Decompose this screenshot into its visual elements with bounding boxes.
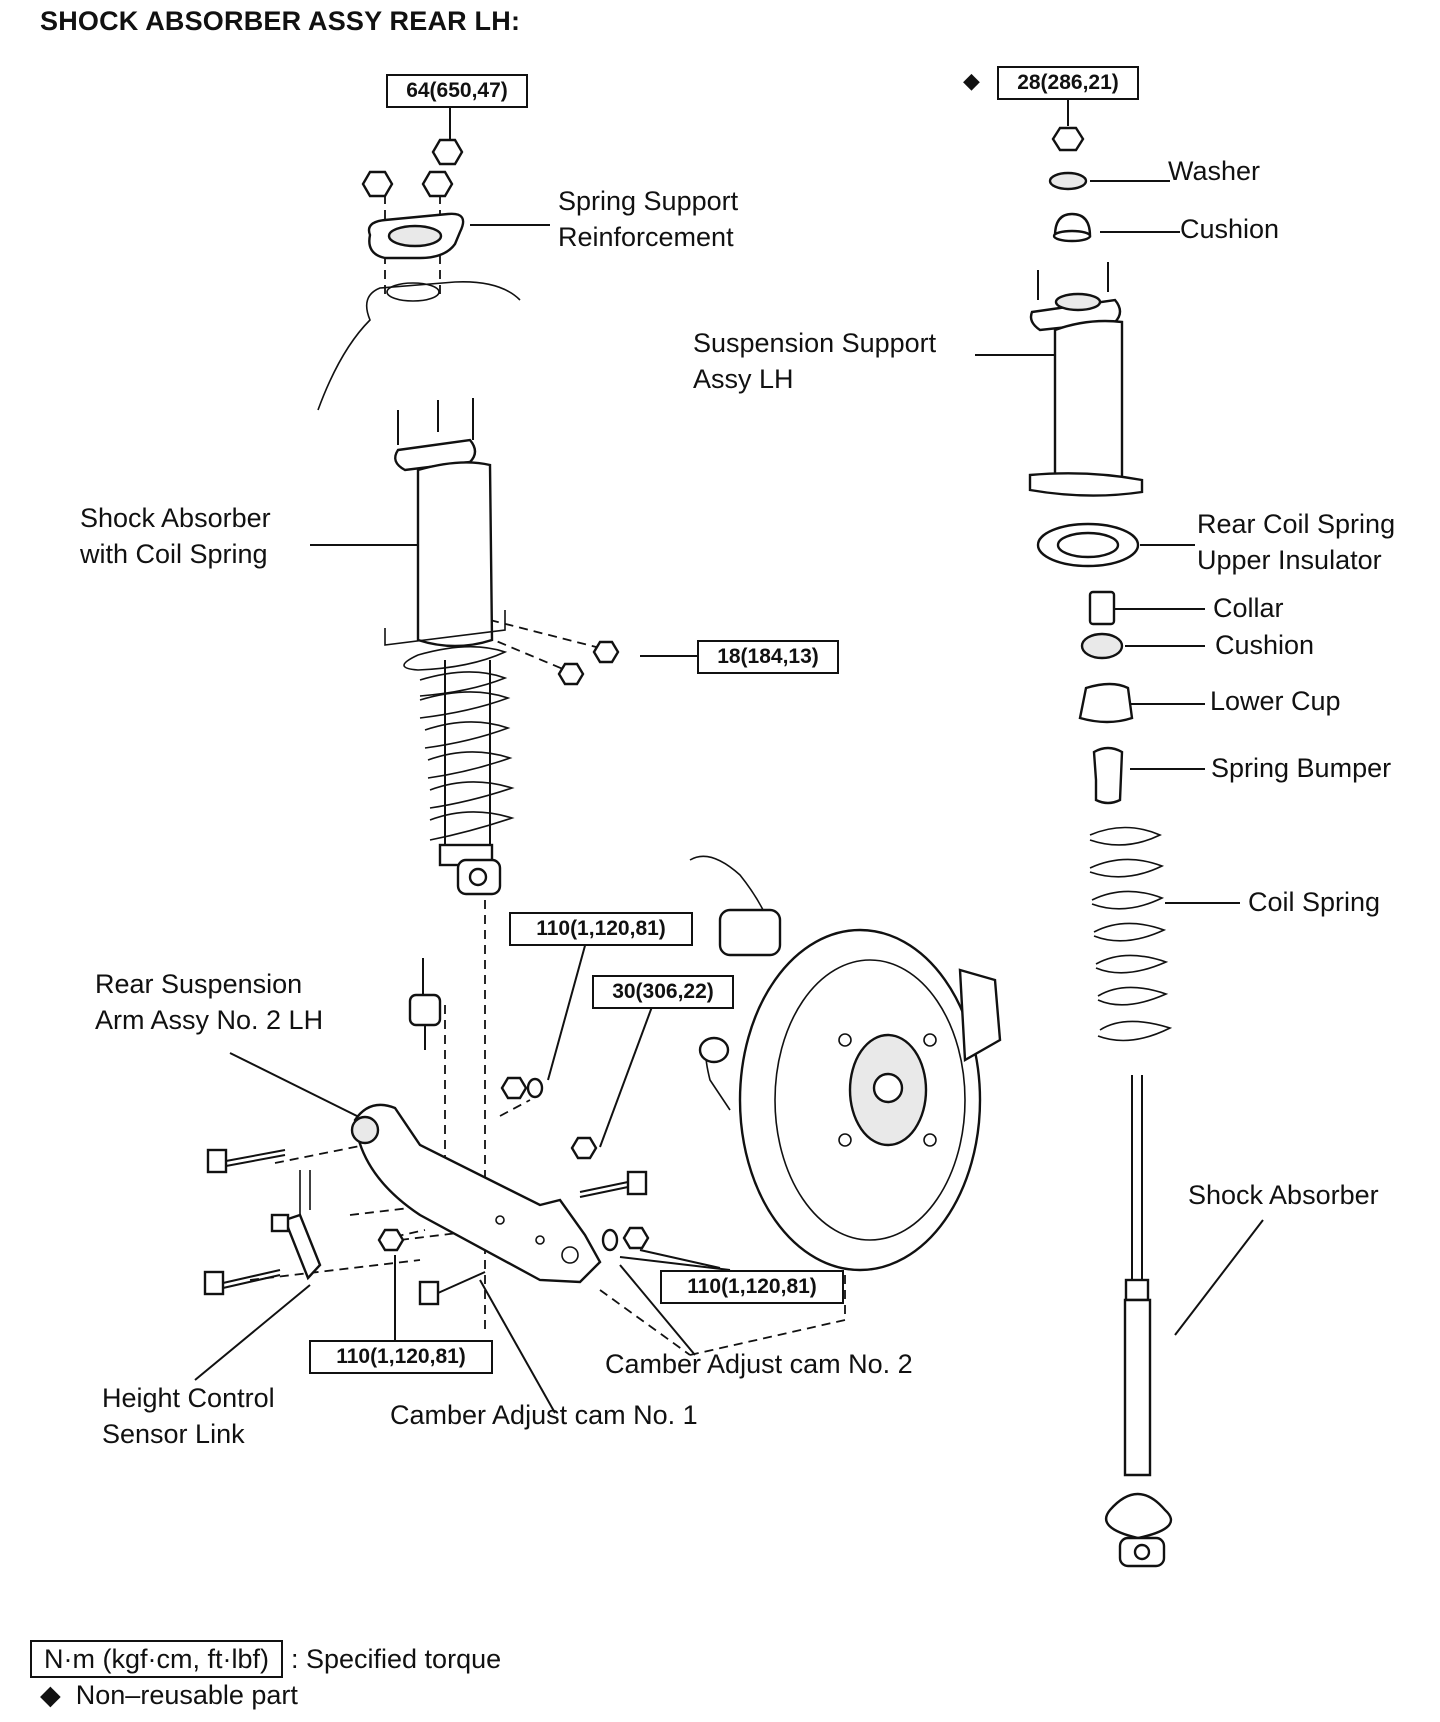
label-spring-support-line1: Spring Support bbox=[558, 186, 739, 216]
diagram-title: SHOCK ABSORBER ASSY REAR LH: bbox=[40, 6, 521, 36]
label-sensor-link-line1: Height Control bbox=[102, 1383, 275, 1413]
label-suspension-support-line1: Suspension Support bbox=[693, 328, 937, 358]
rear-suspension-arm bbox=[350, 958, 602, 1284]
legend-nonreusable-text: Non–reusable part bbox=[75, 1680, 298, 1710]
label-spring-support-line2: Reinforcement bbox=[558, 222, 734, 252]
nonreusable-marker: ◆ bbox=[963, 68, 980, 93]
legend-torque-text: : Specified torque bbox=[290, 1644, 502, 1674]
label-cushion-top: Cushion bbox=[1180, 214, 1280, 244]
torque-arm-nut-lower: 110(1,120,81) bbox=[309, 1340, 493, 1374]
legend: N·m (kgf·cm, ft·lbf): Specified torque ◆… bbox=[30, 1640, 501, 1712]
label-cushion-mid: Cushion bbox=[1215, 630, 1315, 660]
arm-fasteners bbox=[203, 1076, 650, 1306]
label-coil-spring: Coil Spring bbox=[1248, 887, 1381, 917]
shock-absorber-with-coil-spring bbox=[384, 398, 620, 896]
leader-lines bbox=[194, 97, 1264, 1414]
label-suspension-support-line2: Assy LH bbox=[693, 364, 794, 394]
label-washer: Washer bbox=[1168, 156, 1261, 186]
right-exploded-stack bbox=[1028, 126, 1173, 1568]
label-shock-coil-line2: with Coil Spring bbox=[80, 539, 268, 569]
legend-nonreusable-symbol: ◆ bbox=[40, 1680, 61, 1710]
torque-arm-nut-right: 110(1,120,81) bbox=[660, 1270, 844, 1304]
label-arm-line2: Arm Assy No. 2 LH bbox=[95, 1005, 324, 1035]
torque-arm-nut-upper: 110(1,120,81) bbox=[509, 912, 693, 946]
label-sensor-link-line2: Sensor Link bbox=[102, 1419, 245, 1449]
label-camber-cam-1: Camber Adjust cam No. 1 bbox=[390, 1400, 698, 1430]
legend-torque-row: N·m (kgf·cm, ft·lbf): Specified torque bbox=[30, 1640, 501, 1678]
legend-nonreusable-row: ◆ Non–reusable part bbox=[40, 1678, 501, 1712]
spring-support-reinforcement bbox=[317, 138, 521, 411]
label-camber-cam-2: Camber Adjust cam No. 2 bbox=[605, 1349, 913, 1379]
axle-hub-disc bbox=[689, 855, 1002, 1272]
label-shock-coil-line1: Shock Absorber bbox=[80, 503, 271, 533]
torque-shock-bracket-bolt: 18(184,13) bbox=[697, 640, 839, 674]
torque-cam-nut: 30(306,22) bbox=[592, 975, 734, 1009]
label-lower-cup: Lower Cup bbox=[1210, 686, 1341, 716]
label-spring-bumper: Spring Bumper bbox=[1211, 753, 1392, 783]
label-shock-absorber: Shock Absorber bbox=[1188, 1180, 1379, 1210]
label-collar: Collar bbox=[1213, 593, 1284, 623]
torque-spring-support-nut: 64(650,47) bbox=[386, 74, 528, 108]
torque-suspension-support-nut: 28(286,21) bbox=[997, 66, 1139, 100]
legend-torque-unit: N·m (kgf·cm, ft·lbf) bbox=[30, 1640, 283, 1678]
label-upper-insulator-line2: Upper Insulator bbox=[1197, 545, 1382, 575]
label-arm-line1: Rear Suspension bbox=[95, 969, 303, 999]
label-upper-insulator-line1: Rear Coil Spring bbox=[1197, 509, 1396, 539]
